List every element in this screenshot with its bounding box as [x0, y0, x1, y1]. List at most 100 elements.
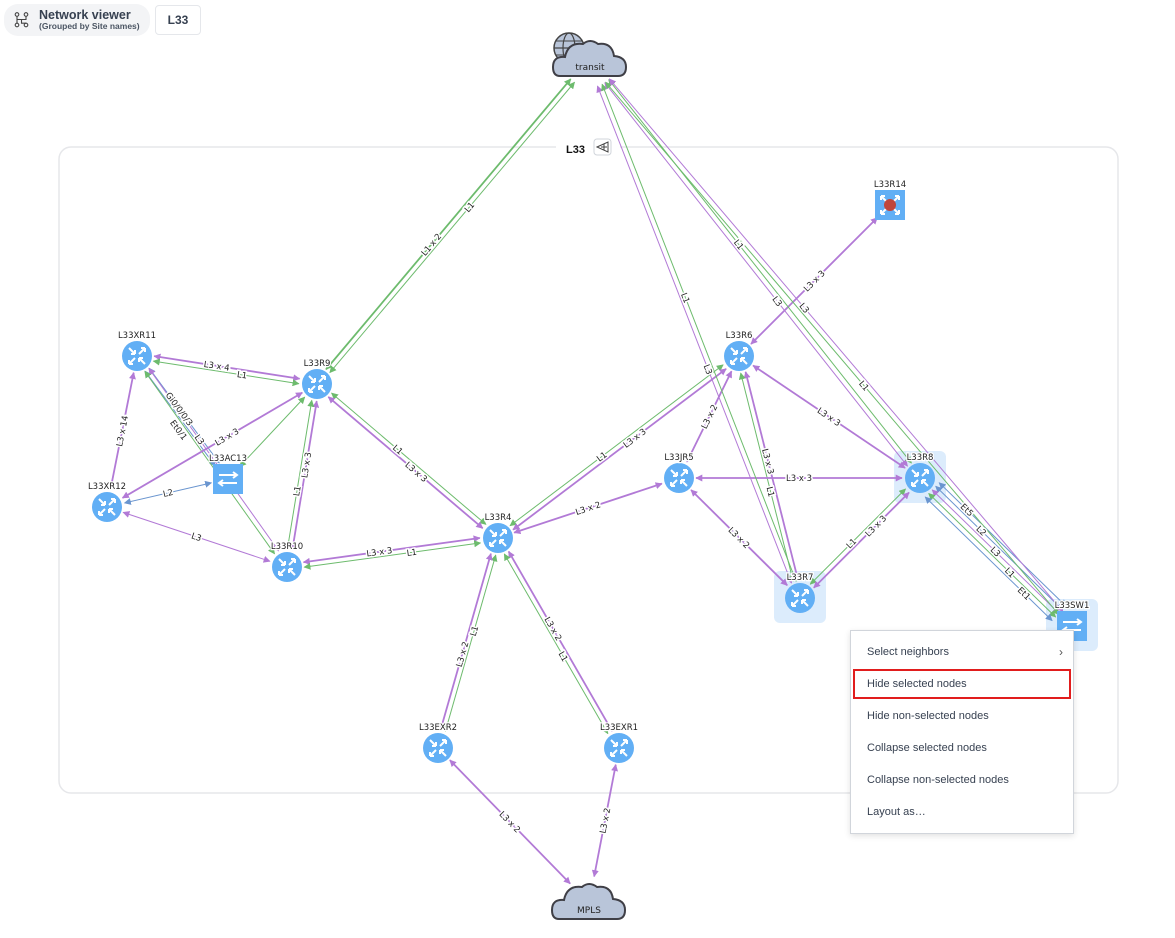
- edge-label: L3: [701, 363, 714, 376]
- node-L33EXR1[interactable]: L33EXR1: [599, 722, 639, 763]
- node-L33R9[interactable]: L33R9: [302, 358, 332, 399]
- edge-label: L3 x 3: [802, 269, 827, 294]
- edge-L33R9-L33XR12[interactable]: [121, 391, 303, 499]
- node-L33EXR2[interactable]: L33EXR2: [418, 722, 458, 763]
- edge-L33R8-transit[interactable]: [604, 82, 908, 467]
- node-L33R8[interactable]: L33R8: [905, 452, 935, 493]
- menu-item-label: Select neighbors: [867, 646, 949, 658]
- node-L33R14[interactable]: L33R14: [873, 179, 907, 220]
- menu-item-select-neighbors[interactable]: Select neighbors›: [851, 636, 1073, 668]
- router-icon: [604, 733, 634, 763]
- edge-L33EXR1-MPLS[interactable]: [591, 764, 619, 878]
- router-icon: [92, 492, 122, 522]
- router-arrows: [308, 375, 326, 393]
- node-label: L33R14: [874, 180, 906, 190]
- router-icon: [724, 341, 754, 371]
- edge-L33XR12-L33R10[interactable]: [122, 511, 271, 563]
- node-label: transit: [575, 63, 605, 73]
- edge-label: L3 x 2: [497, 810, 522, 836]
- edge-label: L2: [974, 524, 988, 538]
- cloud-icon: [551, 40, 628, 77]
- edge-L33SW1-transit[interactable]: [605, 81, 1060, 616]
- router-arrows: [911, 469, 929, 487]
- menu-item-label: Layout as…: [867, 806, 926, 818]
- network-topology-icon: [14, 12, 29, 28]
- node-L33AC13[interactable]: L33AC13: [208, 453, 248, 494]
- edge-L33R4-L33R6[interactable]: [512, 368, 727, 531]
- node-transit[interactable]: transit: [551, 32, 628, 77]
- edge-L33R9-L33R4[interactable]: [331, 392, 487, 525]
- edge-L33R10-L33R4[interactable]: [303, 540, 482, 570]
- node-L33JR5[interactable]: L33JR5: [663, 452, 695, 493]
- edge-label: L1: [764, 486, 776, 498]
- edge-L33EXR2-MPLS[interactable]: [449, 759, 571, 885]
- edge-L33R7-L33R8[interactable]: [813, 491, 910, 589]
- collapse-group-icon[interactable]: [593, 138, 612, 156]
- router-icon: [905, 463, 935, 493]
- menu-item-label: Collapse selected nodes: [867, 742, 987, 754]
- node-label: L33SW1: [1055, 601, 1090, 611]
- title: Network viewer: [39, 7, 131, 22]
- edge-L33R9-L33R10[interactable]: [285, 399, 315, 550]
- menu-item-collapse-selected-nodes[interactable]: Collapse selected nodes: [851, 732, 1073, 764]
- router-arrows: [489, 529, 507, 547]
- edge-L33R8-L33SW1[interactable]: [924, 496, 1053, 622]
- node-L33XR12[interactable]: L33XR12: [87, 481, 127, 522]
- edge-label: L1: [845, 537, 859, 551]
- edge-L33R8-L33SW1[interactable]: [935, 485, 1064, 611]
- edge-L33AC13-L33R9[interactable]: [239, 396, 306, 468]
- edge-L33SW1-transit[interactable]: [608, 78, 1064, 612]
- router-arrows: [730, 347, 748, 365]
- node-label: L33EXR1: [600, 723, 638, 733]
- edge-L33R7-transit[interactable]: [601, 83, 798, 582]
- group-label: L33: [566, 144, 585, 156]
- node-label: L33R10: [271, 542, 303, 552]
- node-L33R4[interactable]: L33R4: [483, 512, 513, 553]
- router-icon: [664, 463, 694, 493]
- edge-L33R4-L33EXR2[interactable]: [438, 552, 493, 731]
- menu-item-label: Hide selected nodes: [867, 678, 967, 690]
- edge-L33R8-L33SW1[interactable]: [938, 482, 1067, 607]
- edge-L33R9-L33R4[interactable]: [327, 396, 484, 529]
- switch-icon: [213, 464, 243, 494]
- node-L33R7[interactable]: L33R7: [785, 572, 815, 613]
- router-arrows: [128, 347, 146, 365]
- menu-item-hide-selected-nodes[interactable]: Hide selected nodes: [852, 668, 1072, 700]
- site-chip[interactable]: L33: [154, 5, 202, 35]
- menu-item-label: Collapse non-selected nodes: [867, 774, 1009, 786]
- edge-label: L3 x 3: [786, 474, 812, 484]
- node-label: L33JR5: [664, 453, 693, 463]
- subtitle: (Grouped by Site names): [39, 21, 140, 32]
- router-icon: [423, 733, 453, 763]
- edge-L33R4-L33EXR1[interactable]: [507, 550, 613, 732]
- menu-item-collapse-non-selected-nodes[interactable]: Collapse non-selected nodes: [851, 764, 1073, 796]
- edge-L33R9-transit[interactable]: [325, 78, 572, 370]
- edge-label: L3 x 2: [599, 807, 614, 834]
- router-arrows: [880, 195, 900, 215]
- edge-L33R4-L33EXR1[interactable]: [503, 553, 609, 735]
- edge-L33R9-transit[interactable]: [329, 81, 575, 374]
- edge-L33R7-L33R8[interactable]: [809, 488, 906, 585]
- menu-item-layout-as[interactable]: Layout as…: [851, 796, 1073, 828]
- node-MPLS[interactable]: MPLS: [550, 883, 627, 920]
- node-label: L33R6: [726, 331, 753, 341]
- node-label: L33XR11: [118, 331, 156, 341]
- edge-L33R7-transit[interactable]: [596, 85, 793, 584]
- cloud-icon: [550, 883, 627, 920]
- alert-dot-icon: [884, 199, 896, 211]
- node-L33R6[interactable]: L33R6: [724, 330, 754, 371]
- node-L33XR11[interactable]: L33XR11: [117, 330, 157, 371]
- router-arrows: [670, 469, 688, 487]
- header: Network viewer (Grouped by Site names) L…: [4, 4, 202, 36]
- node-label: MPLS: [577, 906, 601, 916]
- viewer-title[interactable]: Network viewer (Grouped by Site names): [4, 4, 150, 36]
- edge-L33R8-transit[interactable]: [608, 79, 912, 464]
- menu-item-hide-non-selected-nodes[interactable]: Hide non-selected nodes: [851, 700, 1073, 732]
- nodes-layer: transitMPLSL33XR11L33R9L33XR12L33AC13L33…: [87, 32, 1091, 920]
- node-L33R10[interactable]: L33R10: [270, 541, 304, 582]
- edge-L33R4-L33R6[interactable]: [509, 364, 724, 527]
- edge-L33AC13-L33XR12[interactable]: [123, 480, 213, 505]
- edge-label: L3 x 3: [622, 427, 649, 451]
